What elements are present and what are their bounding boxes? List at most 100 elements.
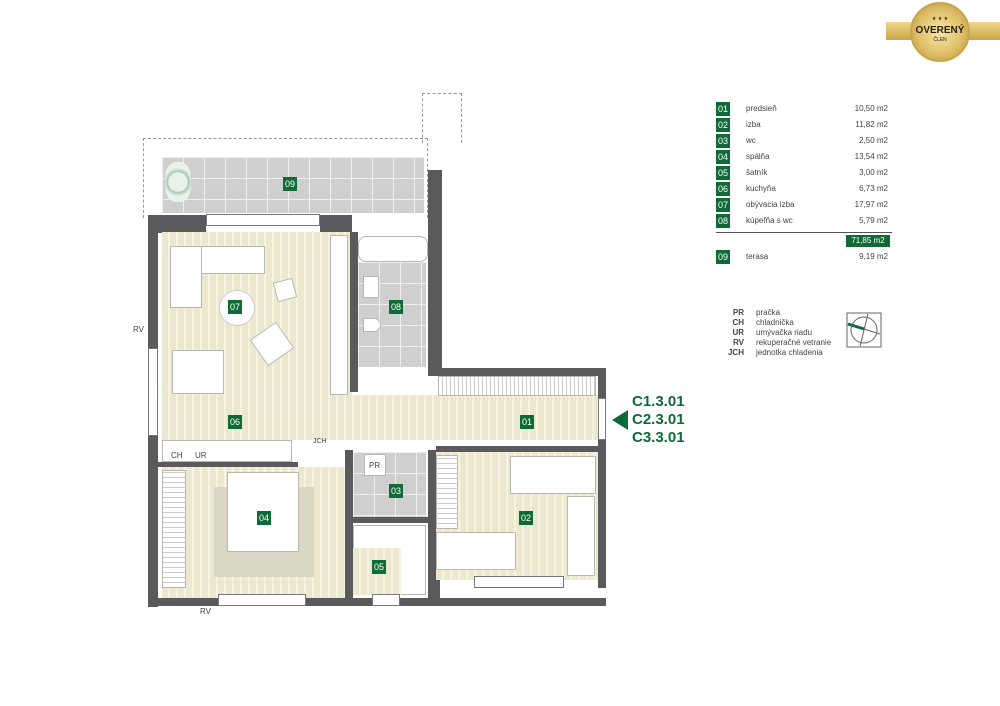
label-ur: UR: [195, 451, 207, 460]
legend-row: 04 spálňa 13,54 m2: [716, 150, 896, 164]
wall: [428, 368, 606, 376]
legend-row: 03 wc 2,50 m2: [716, 134, 896, 148]
room-tag-09: 09: [283, 177, 297, 191]
label-rv-left: RV: [133, 325, 144, 334]
abbr-key: JCH: [727, 348, 744, 357]
abbr-value: umývačka riadu: [756, 328, 813, 337]
room-area: 3,00 m2: [859, 168, 888, 177]
wall: [350, 517, 432, 523]
window: [206, 214, 320, 226]
unit-code-3: C3.3.01: [632, 429, 685, 446]
unit-code-1: C1.3.01: [632, 393, 685, 410]
bathtub-icon: [358, 236, 428, 262]
badge-seal: ★ ★ ★ OVERENÝ ČLEN: [910, 2, 970, 62]
desk: [567, 496, 595, 576]
wardrobe: [330, 235, 348, 395]
abbr-key: CH: [732, 318, 744, 327]
room-tag-08: 08: [389, 300, 403, 314]
badge-stars: ★ ★ ★: [931, 16, 949, 22]
unit-code-2: C2.3.01: [632, 411, 685, 428]
sofa: [170, 246, 202, 308]
label-ch: CH: [171, 451, 183, 460]
room-name: izba: [746, 120, 761, 129]
north-arrow-compass-icon: [846, 312, 882, 348]
room-tag-01: 01: [520, 415, 534, 429]
room-number: 06: [716, 182, 730, 196]
room-tag-04: 04: [257, 511, 271, 525]
room-number: 02: [716, 118, 730, 132]
room-area: 6,73 m2: [859, 184, 888, 193]
room-name: spálňa: [746, 152, 770, 161]
wall: [320, 215, 352, 233]
room-name: kúpeľňa s wc: [746, 216, 793, 225]
room-name: wc: [746, 136, 756, 145]
room-area: 9,19 m2: [859, 252, 888, 261]
plant-icon: [165, 162, 191, 202]
bed: [510, 456, 596, 494]
room-number: 05: [716, 166, 730, 180]
room-name: predsieň: [746, 104, 777, 113]
room-number: 09: [716, 250, 730, 264]
label-pr: PR: [369, 461, 381, 470]
room-area: 17,97 m2: [854, 200, 888, 209]
room-area: 11,82 m2: [855, 120, 888, 129]
toilet-icon: [363, 318, 381, 332]
room-name: terasa: [746, 252, 769, 261]
washing-machine: [364, 454, 386, 476]
legend-row: 05 šatník 3,00 m2: [716, 166, 896, 180]
room-tag-06: 06: [228, 415, 242, 429]
legend-row-terrace: 09 terasa 9,19 m2: [716, 250, 896, 264]
terrace-outline-upper: [422, 93, 462, 143]
legend-divider: [716, 232, 892, 233]
room-tag-07: 07: [228, 300, 242, 314]
badge-subtitle: ČLEN: [933, 37, 947, 43]
badge-title: OVERENÝ: [915, 25, 965, 36]
entrance-door: [598, 398, 606, 440]
abbr-value: rekuperačné vetranie: [756, 338, 832, 347]
room-number: 07: [716, 198, 730, 212]
closet: [436, 455, 458, 529]
room-area: 5,79 m2: [859, 216, 888, 225]
wall: [428, 170, 442, 375]
wall: [598, 440, 606, 588]
wall: [436, 446, 606, 452]
room-name: šatník: [746, 168, 768, 177]
wall: [158, 462, 298, 467]
kitchen-counter: [162, 440, 292, 462]
abbr-key: RV: [733, 338, 744, 347]
bed: [436, 532, 516, 570]
label-jch: JCH: [313, 438, 327, 445]
sink-icon: [363, 276, 379, 298]
hallway-closet: [438, 376, 596, 396]
wall: [345, 450, 353, 600]
abbr-value: jednotka chladenia: [756, 348, 823, 357]
room-area: 2,50 m2: [859, 136, 888, 145]
abbr-key: PR: [732, 308, 744, 317]
room-tag-02: 02: [519, 511, 533, 525]
room-tag-03: 03: [389, 484, 403, 498]
legend-row: 08 kúpeľňa s wc 5,79 m2: [716, 214, 896, 228]
wall: [350, 232, 358, 392]
room-number: 01: [716, 102, 730, 116]
verified-member-badge: ★ ★ ★ OVERENÝ ČLEN: [886, 0, 1000, 62]
window: [218, 594, 306, 606]
window: [148, 348, 158, 436]
room-number: 03: [716, 134, 730, 148]
abbr-value: pračka: [756, 308, 781, 317]
total-area: 71,85 m2: [846, 235, 890, 247]
abbr-value: chladnička: [756, 318, 794, 327]
label-rv-bottom: RV: [200, 607, 211, 616]
wall: [428, 450, 436, 600]
dining-table: [172, 350, 224, 394]
abbr-key: UR: [732, 328, 744, 337]
room-number: 04: [716, 150, 730, 164]
room-name: kuchyňa: [746, 184, 776, 193]
wall: [598, 368, 606, 398]
legend-row: 06 kuchyňa 6,73 m2: [716, 182, 896, 196]
room-number: 08: [716, 214, 730, 228]
legend-row: 02 izba 11,82 m2: [716, 118, 896, 132]
terrace-outline: [143, 138, 428, 218]
room-area: 10,50 m2: [854, 104, 888, 113]
room-area: 13,54 m2: [854, 152, 888, 161]
